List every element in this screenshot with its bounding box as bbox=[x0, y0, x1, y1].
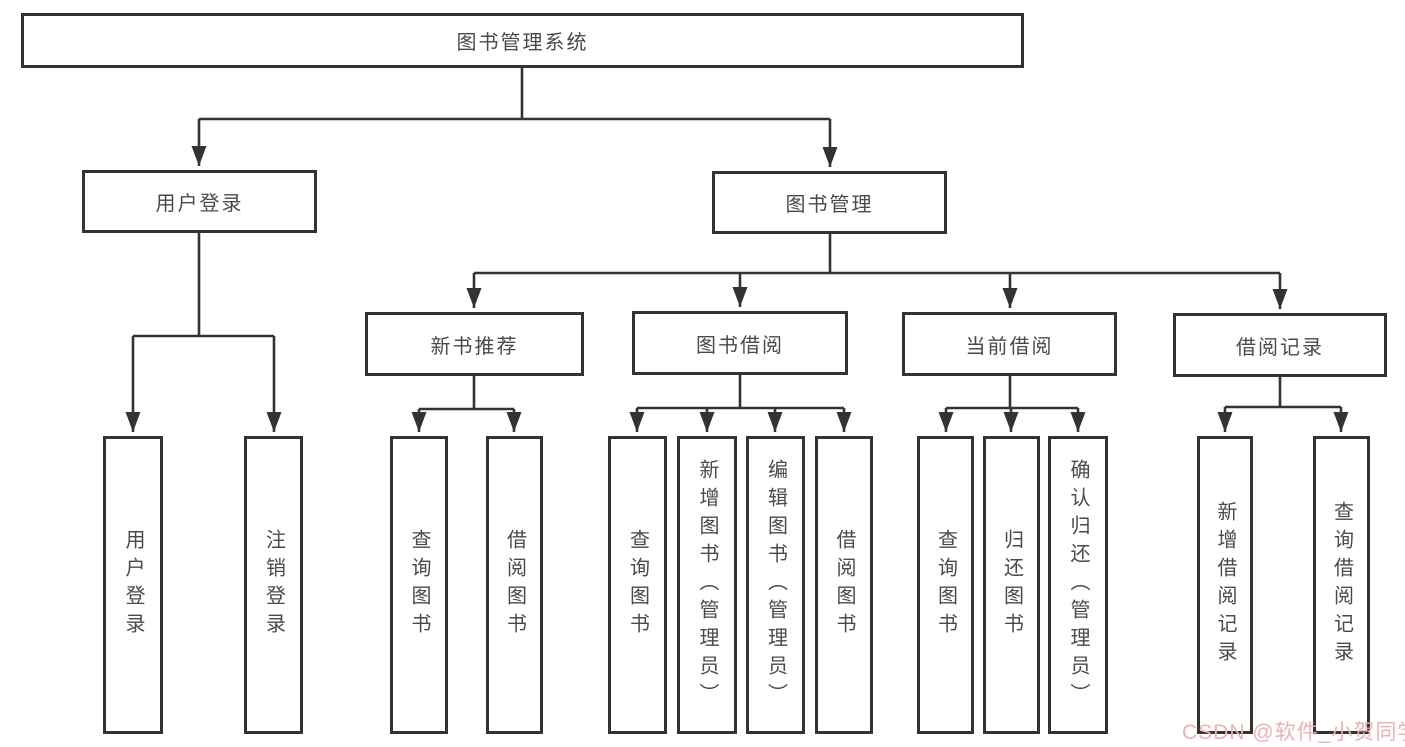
node-book-borrowing: 图书借阅 bbox=[632, 311, 848, 375]
node-borrowing-records-label: 借阅记录 bbox=[1236, 336, 1324, 359]
node-new-book-recommend-label: 新书推荐 bbox=[430, 335, 519, 358]
leaf-logout: 注销登录 bbox=[244, 436, 303, 734]
leaf-bb-borrow-books: 借阅图书 bbox=[815, 436, 873, 734]
leaf-nbr-query-books: 查询图书 bbox=[390, 436, 448, 734]
leaf-bb-edit-books-label: 编辑图书（管理员） bbox=[764, 459, 787, 711]
node-book-borrowing-label: 图书借阅 bbox=[696, 334, 784, 357]
leaf-nbr-query-books-label: 查询图书 bbox=[408, 529, 430, 641]
leaf-cb-query-books: 查询图书 bbox=[917, 436, 974, 734]
node-root: 图书管理系统 bbox=[21, 13, 1024, 68]
leaf-user-login: 用户登录 bbox=[103, 436, 163, 734]
leaf-nbr-borrow-books: 借阅图书 bbox=[486, 436, 543, 734]
node-current-borrowing: 当前借阅 bbox=[902, 312, 1117, 376]
leaf-bb-edit-books: 编辑图书（管理员） bbox=[746, 436, 805, 734]
csdn-watermark: CSDN @软件_小贺同学 bbox=[1182, 721, 1405, 744]
node-new-book-recommend: 新书推荐 bbox=[365, 312, 584, 376]
leaf-br-query-record: 查询借阅记录 bbox=[1313, 436, 1370, 734]
leaf-logout-label: 注销登录 bbox=[262, 529, 285, 641]
leaf-user-login-label: 用户登录 bbox=[122, 529, 144, 641]
leaf-cb-confirm-return: 确认归还（管理员） bbox=[1048, 436, 1108, 734]
node-user-login: 用户登录 bbox=[82, 170, 317, 233]
leaf-cb-confirm-return-label: 确认归还（管理员） bbox=[1067, 459, 1089, 711]
leaf-nbr-borrow-books-label: 借阅图书 bbox=[503, 529, 526, 641]
leaf-bb-add-books-label: 新增图书（管理员） bbox=[696, 459, 718, 711]
leaf-cb-return-books-label: 归还图书 bbox=[1000, 529, 1023, 641]
leaf-br-add-record-label: 新增借阅记录 bbox=[1214, 501, 1236, 669]
leaf-bb-add-books: 新增图书（管理员） bbox=[677, 436, 737, 734]
node-current-borrowing-label: 当前借阅 bbox=[965, 335, 1054, 358]
node-root-label: 图书管理系统 bbox=[456, 32, 589, 54]
node-book-management-label: 图书管理 bbox=[785, 194, 874, 216]
leaf-bb-query-books-label: 查询图书 bbox=[626, 529, 649, 641]
node-borrowing-records: 借阅记录 bbox=[1173, 313, 1387, 377]
leaf-br-query-record-label: 查询借阅记录 bbox=[1330, 501, 1353, 669]
node-user-login-label: 用户登录 bbox=[155, 193, 244, 215]
leaf-br-add-record: 新增借阅记录 bbox=[1197, 436, 1253, 734]
leaf-cb-query-books-label: 查询图书 bbox=[934, 529, 957, 641]
leaf-cb-return-books: 归还图书 bbox=[983, 436, 1040, 734]
node-book-management: 图书管理 bbox=[712, 171, 947, 234]
leaf-bb-borrow-books-label: 借阅图书 bbox=[833, 529, 855, 641]
leaf-bb-query-books: 查询图书 bbox=[608, 436, 667, 734]
